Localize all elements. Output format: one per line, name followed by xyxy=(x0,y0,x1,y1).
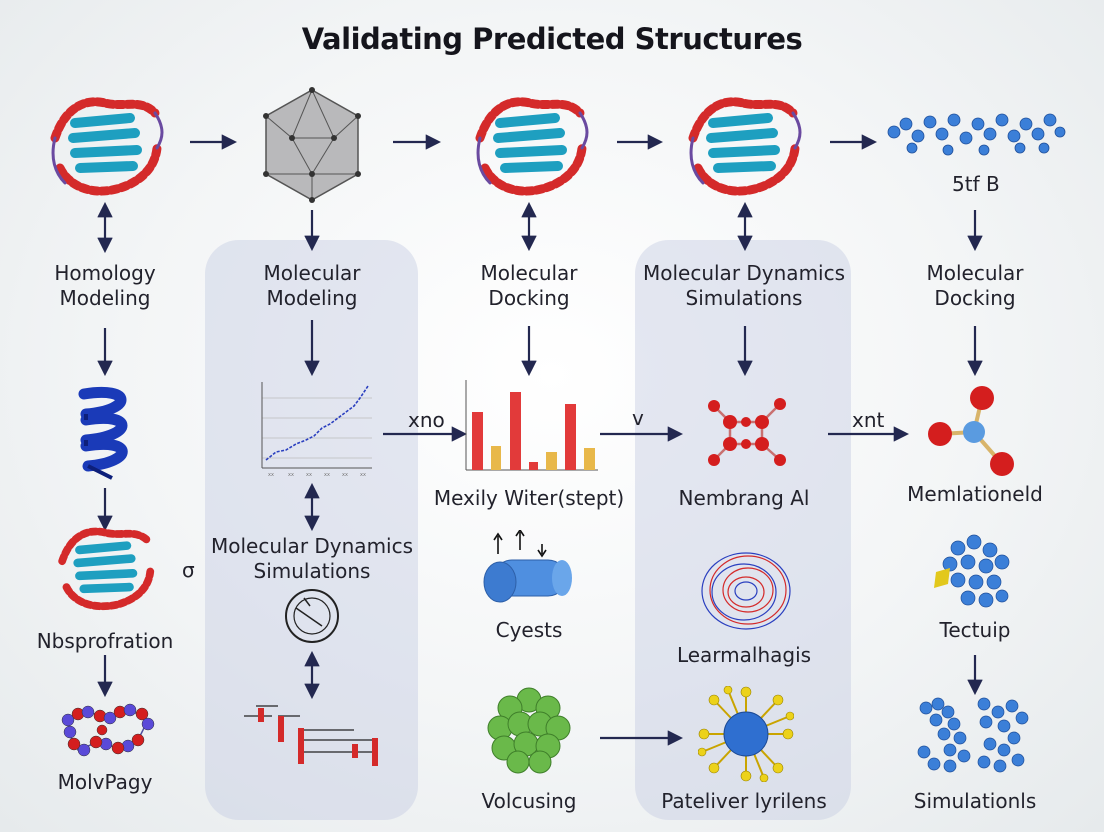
svg-text:xx: xx xyxy=(342,472,348,478)
svg-text:xx: xx xyxy=(288,472,294,478)
ball-chain-icon xyxy=(61,703,155,757)
step-label-homology: Homology Modeling xyxy=(54,261,156,310)
connector-label-xnt: xnt xyxy=(852,408,885,432)
polyhedron-icon xyxy=(263,87,361,203)
svg-text:xx: xx xyxy=(360,472,366,478)
connector-label-xno: xno xyxy=(408,408,445,432)
ball-chain-icon xyxy=(887,113,1066,156)
molecule-icon xyxy=(708,398,786,466)
step-label-md-2: Molecular Dynamics Simulations xyxy=(210,534,414,583)
svg-text:xx: xx xyxy=(306,472,312,478)
sphere-cluster-icon xyxy=(487,687,571,774)
step-label-docking: Molecular Docking xyxy=(480,261,578,310)
step-label-volcusing: Volcusing xyxy=(481,789,577,813)
diagram-title: Validating Predicted Structures xyxy=(301,22,803,56)
step-label-cyests: Cyests xyxy=(495,618,563,642)
step-label-tectuip: Tectuip xyxy=(939,618,1011,642)
cylinder-icon xyxy=(483,530,572,603)
step-label-docking-2: Molecular Docking xyxy=(926,261,1024,310)
helix-icon xyxy=(78,386,128,480)
ball-chain-icon xyxy=(934,534,1010,608)
step-label-molvpagy: MolvPagy xyxy=(57,770,153,794)
connector-label-v: v xyxy=(632,406,644,430)
protein-ribbon-icon xyxy=(50,97,164,196)
nanoparticle-icon xyxy=(698,686,794,782)
step-label-nembrang: Nembrang Al xyxy=(678,486,810,510)
circle-gauge-icon xyxy=(285,589,339,643)
spiral-rings-icon xyxy=(701,552,791,630)
ball-chain-icon xyxy=(917,697,1029,773)
step-label-learmalhagis: Learmalhagis xyxy=(676,643,812,667)
line-plot-icon: xx xx xx xx xx xx xyxy=(261,382,372,478)
step-label-nbsprofration: Nbsprofration xyxy=(36,629,174,653)
protein-ribbon-icon xyxy=(58,527,155,611)
protein-ribbon-icon xyxy=(475,97,589,196)
svg-text:xx: xx xyxy=(268,472,274,478)
bar-chart-icon xyxy=(465,380,598,471)
svg-text:xx: xx xyxy=(324,472,330,478)
block-diagram-icon xyxy=(244,705,378,766)
step-label-pateliver: Pateliver lyrilens xyxy=(661,789,827,813)
step-label-md: Molecular Dynamics Simulations xyxy=(642,261,846,310)
protein-ribbon-icon xyxy=(688,97,802,196)
step-label-molecular-modeling: Molecular Modeling xyxy=(263,261,361,310)
molecule-icon xyxy=(928,386,1014,476)
step-label-simulations: Simulationls xyxy=(913,789,1037,813)
structure-id-label: 5tf B xyxy=(952,172,1000,196)
step-label-mexily: Mexily Witer(stept) xyxy=(433,486,625,510)
step-label-memlation: Memlationeld xyxy=(907,482,1043,506)
side-symbol: σ xyxy=(182,558,195,582)
